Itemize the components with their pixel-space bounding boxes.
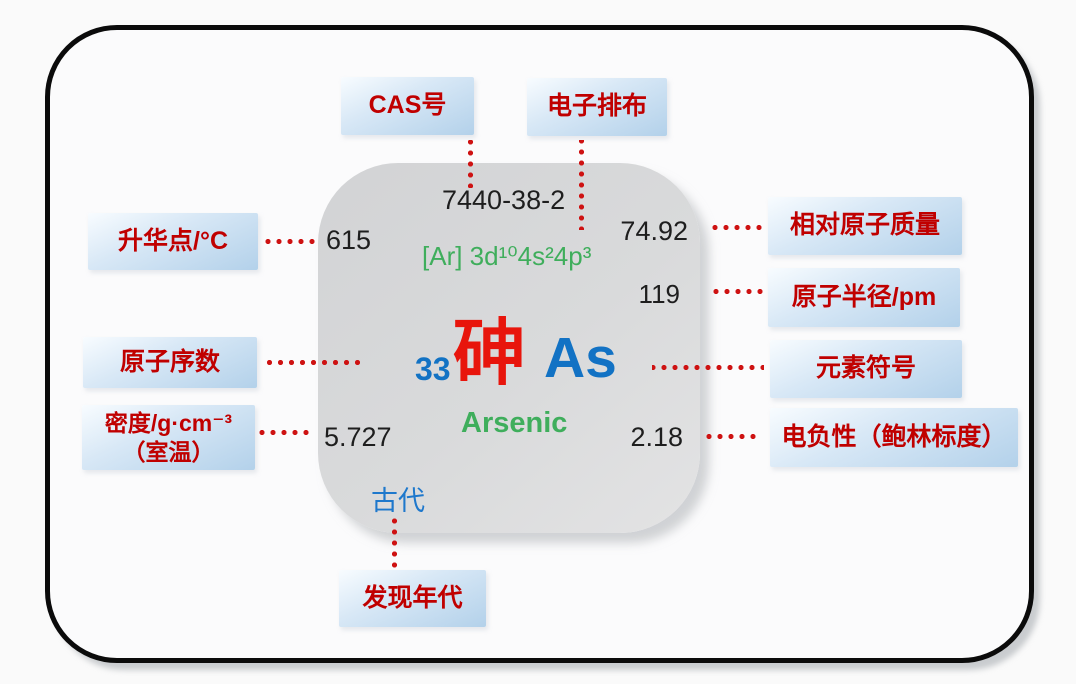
atomic-number-value: 33	[415, 351, 451, 387]
label-density-line1: 密度/g·cm⁻³	[104, 409, 233, 436]
label-electronegativity-text: 电负性（鲍林标度）	[781, 422, 1007, 451]
element-name-chinese: 砷	[453, 314, 526, 394]
label-density-line2: （室温）	[122, 438, 215, 465]
label-atomic-radius-text: 原子半径/pm	[791, 282, 937, 311]
label-density: 密度/g·cm⁻³ （室温）	[82, 405, 255, 470]
label-discovery-era-text: 发现年代	[362, 583, 463, 612]
connector-atomic-radius	[713, 288, 763, 295]
connector-electronegativity	[706, 433, 756, 440]
label-atomic-number-text: 原子序数	[119, 347, 220, 376]
label-atomic-radius: 原子半径/pm	[768, 268, 960, 327]
label-element-symbol: 元素符号	[770, 340, 962, 398]
label-sublimation-point: 升华点/°C	[88, 213, 258, 270]
connector-density	[258, 429, 310, 436]
discovery-era-value: 古代	[371, 486, 425, 516]
sublimation-point-value: 615	[326, 225, 372, 255]
connector-sublimation-point	[265, 238, 315, 245]
label-discovery-era: 发现年代	[339, 570, 486, 627]
density-value: 5.727	[324, 422, 392, 452]
connector-cas-number	[467, 140, 474, 188]
connector-element-symbol	[652, 364, 764, 371]
electron-configuration-value: [Ar] 3d¹⁰4s²4p³	[422, 241, 592, 271]
atomic-radius-value: 119	[638, 279, 680, 309]
electronegativity-value: 2.18	[630, 422, 683, 452]
connector-atomic-mass	[712, 224, 762, 231]
label-electron-configuration: 电子排布	[527, 78, 667, 136]
label-atomic-number: 原子序数	[83, 337, 257, 388]
atomic-mass-value: 74.92	[620, 216, 688, 246]
label-cas-number-text: CAS号	[368, 91, 447, 120]
element-symbol-value: As	[544, 326, 617, 390]
label-relative-atomic-mass-text: 相对原子质量	[789, 211, 940, 240]
cas-number-value: 7440-38-2	[442, 185, 566, 215]
label-electron-configuration-text: 电子排布	[546, 92, 647, 121]
element-card: 7440-38-2 615 74.92 [Ar] 3d¹⁰4s²4p³ 119 …	[318, 163, 700, 533]
label-element-symbol-text: 元素符号	[815, 354, 916, 383]
connector-discovery-era	[391, 518, 398, 568]
label-cas-number: CAS号	[341, 77, 474, 135]
label-electronegativity: 电负性（鲍林标度）	[770, 408, 1018, 467]
connector-electron-config	[578, 140, 585, 230]
label-relative-atomic-mass: 相对原子质量	[768, 197, 962, 255]
element-name-english: Arsenic	[461, 407, 568, 439]
connector-atomic-number	[262, 359, 365, 366]
label-sublimation-point-text: 升华点/°C	[118, 226, 228, 255]
